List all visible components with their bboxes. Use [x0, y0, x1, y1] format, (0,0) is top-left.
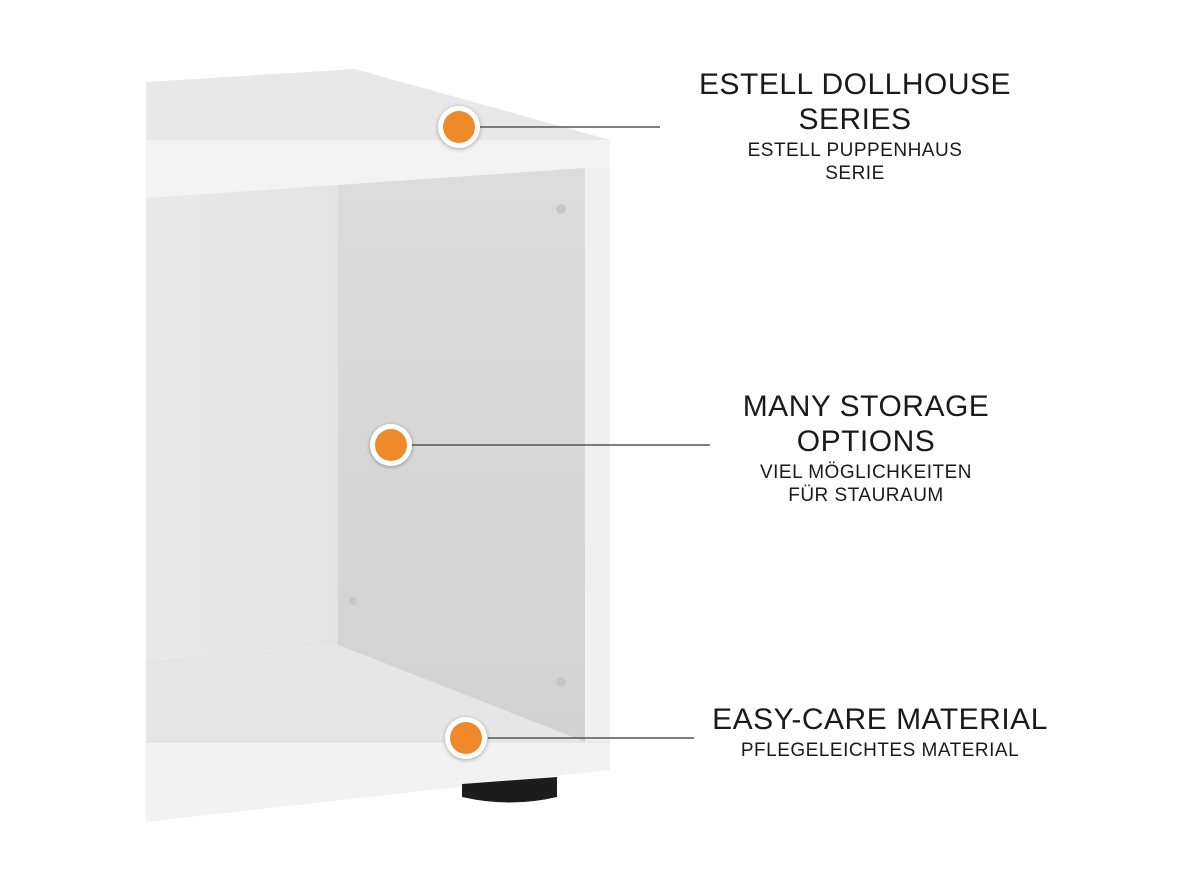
cabinet-right-panel	[585, 168, 610, 770]
cabinet-foot	[462, 777, 557, 803]
callout-title: ESTELL DOLLHOUSE SERIES	[699, 68, 1011, 136]
hotspot-marker-1[interactable]	[438, 106, 480, 148]
callout-storage-options: MANY STORAGE OPTIONS VIEL MÖGLICHKEITEN …	[690, 389, 1042, 507]
shelf-pin-hole	[556, 204, 566, 214]
cabinet-inner-left	[146, 185, 338, 660]
cabinet-inner-back	[338, 168, 585, 742]
callout-dollhouse-series: ESTELL DOLLHOUSE SERIES ESTELL PUPPENHAU…	[680, 67, 1030, 185]
cabinet-top-edge	[146, 140, 610, 198]
shelf-pin-hole	[556, 677, 566, 687]
cabinet-top-surface	[146, 69, 610, 140]
callout-subtitle: ESTELL PUPPENHAUS SERIE	[747, 140, 963, 184]
cabinet-inner-floor	[146, 645, 585, 742]
callout-subtitle: PFLEGELEICHTES MATERIAL	[740, 740, 1020, 761]
callout-title: MANY STORAGE OPTIONS	[742, 390, 990, 458]
shelf-pin-hole	[349, 597, 357, 605]
callout-title: EASY-CARE MATERIAL	[712, 703, 1048, 736]
callout-easy-care-material: EASY-CARE MATERIAL PFLEGELEICHTES MATERI…	[700, 702, 1060, 762]
hotspot-marker-2[interactable]	[370, 424, 412, 466]
cabinet-bottom-board	[146, 742, 610, 822]
hotspot-marker-3[interactable]	[445, 717, 487, 759]
callout-subtitle: VIEL MÖGLICHKEITEN FÜR STAURAUM	[759, 462, 973, 506]
